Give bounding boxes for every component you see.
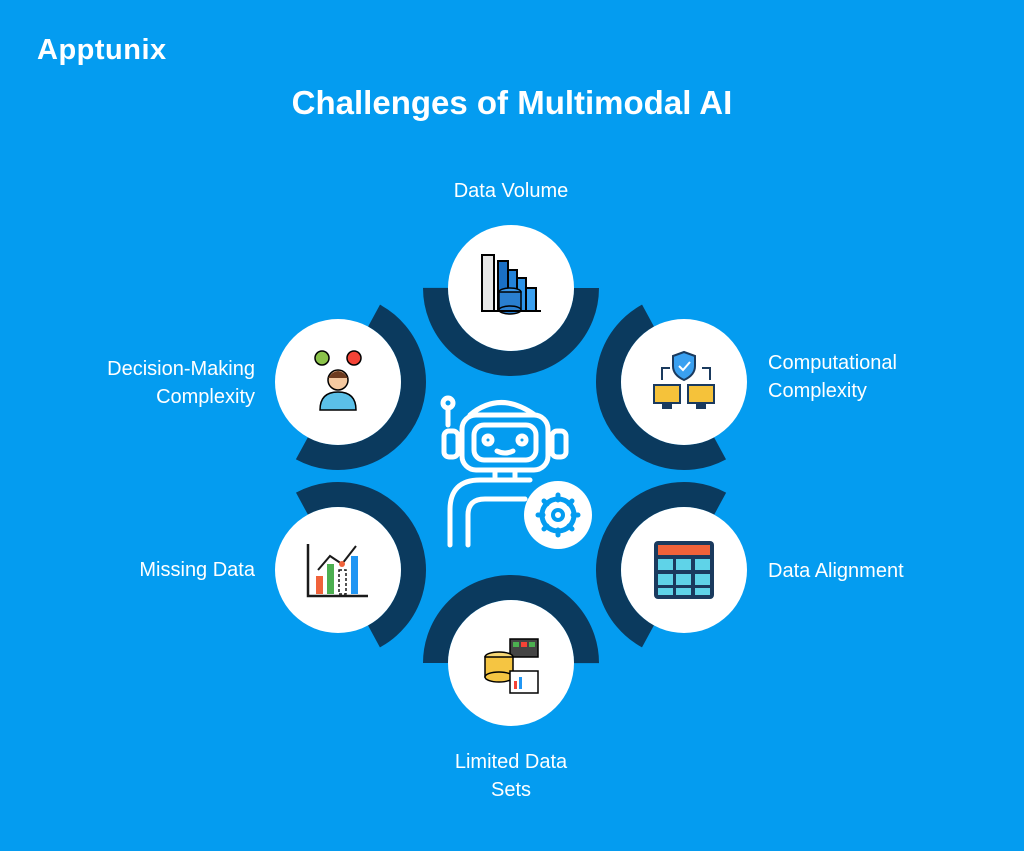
label-data-volume: Data Volume (453, 180, 569, 202)
brand-logo: Apptunix (37, 34, 167, 66)
label-decision-making-complexity: Decision-Making Complexity (107, 358, 255, 408)
node-arc (423, 575, 599, 751)
person-decision-icon (314, 350, 362, 411)
node-arc (423, 200, 599, 376)
robot-gear-icon (440, 395, 592, 549)
bar-chart-database-icon (481, 254, 541, 315)
label-missing-data: Missing Data (139, 559, 255, 581)
shield-computers-icon (653, 350, 715, 409)
node-arc (596, 482, 772, 658)
database-table-icon (484, 638, 539, 694)
node-circle (621, 319, 747, 445)
table-grid-icon (654, 541, 714, 599)
label-computational-complexity: Computational Complexity (768, 352, 897, 402)
node-arc (250, 482, 426, 658)
node-arc (596, 294, 772, 470)
label-data-alignment: Data Alignment (768, 560, 904, 582)
chart-missing-bar-icon (306, 544, 368, 598)
page-title: Challenges of Multimodal AI (291, 84, 733, 121)
label-limited-data-sets: Limited Data Sets (454, 751, 568, 801)
node-circle (275, 507, 401, 633)
